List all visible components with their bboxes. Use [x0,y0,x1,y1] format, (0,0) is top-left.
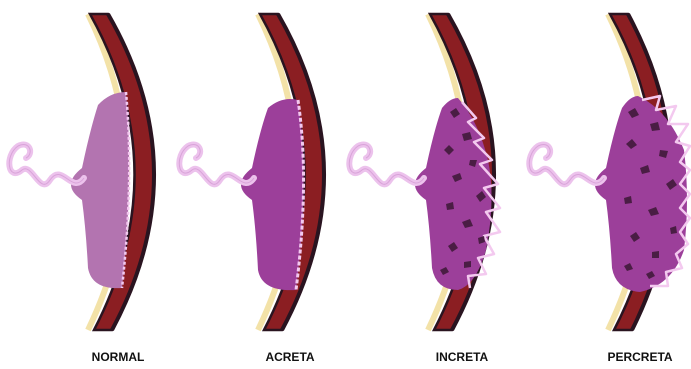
panel-acreta [179,14,324,330]
placenta [595,96,687,292]
umbilical-cord-outline [349,145,424,185]
label-normal: NORMAL [92,350,145,364]
panel-normal [9,14,154,330]
label-increta: INCRETA [436,350,489,364]
placenta [71,92,129,288]
label-acreta: ACRETA [265,350,314,364]
label-percreta: PERCRETA [607,350,672,364]
umbilical-cord-outline [529,145,604,185]
panel-percreta [529,14,690,330]
umbilical-cord [529,145,604,185]
placenta [241,99,304,290]
panel-increta [349,14,500,330]
umbilical-cord [349,145,424,185]
